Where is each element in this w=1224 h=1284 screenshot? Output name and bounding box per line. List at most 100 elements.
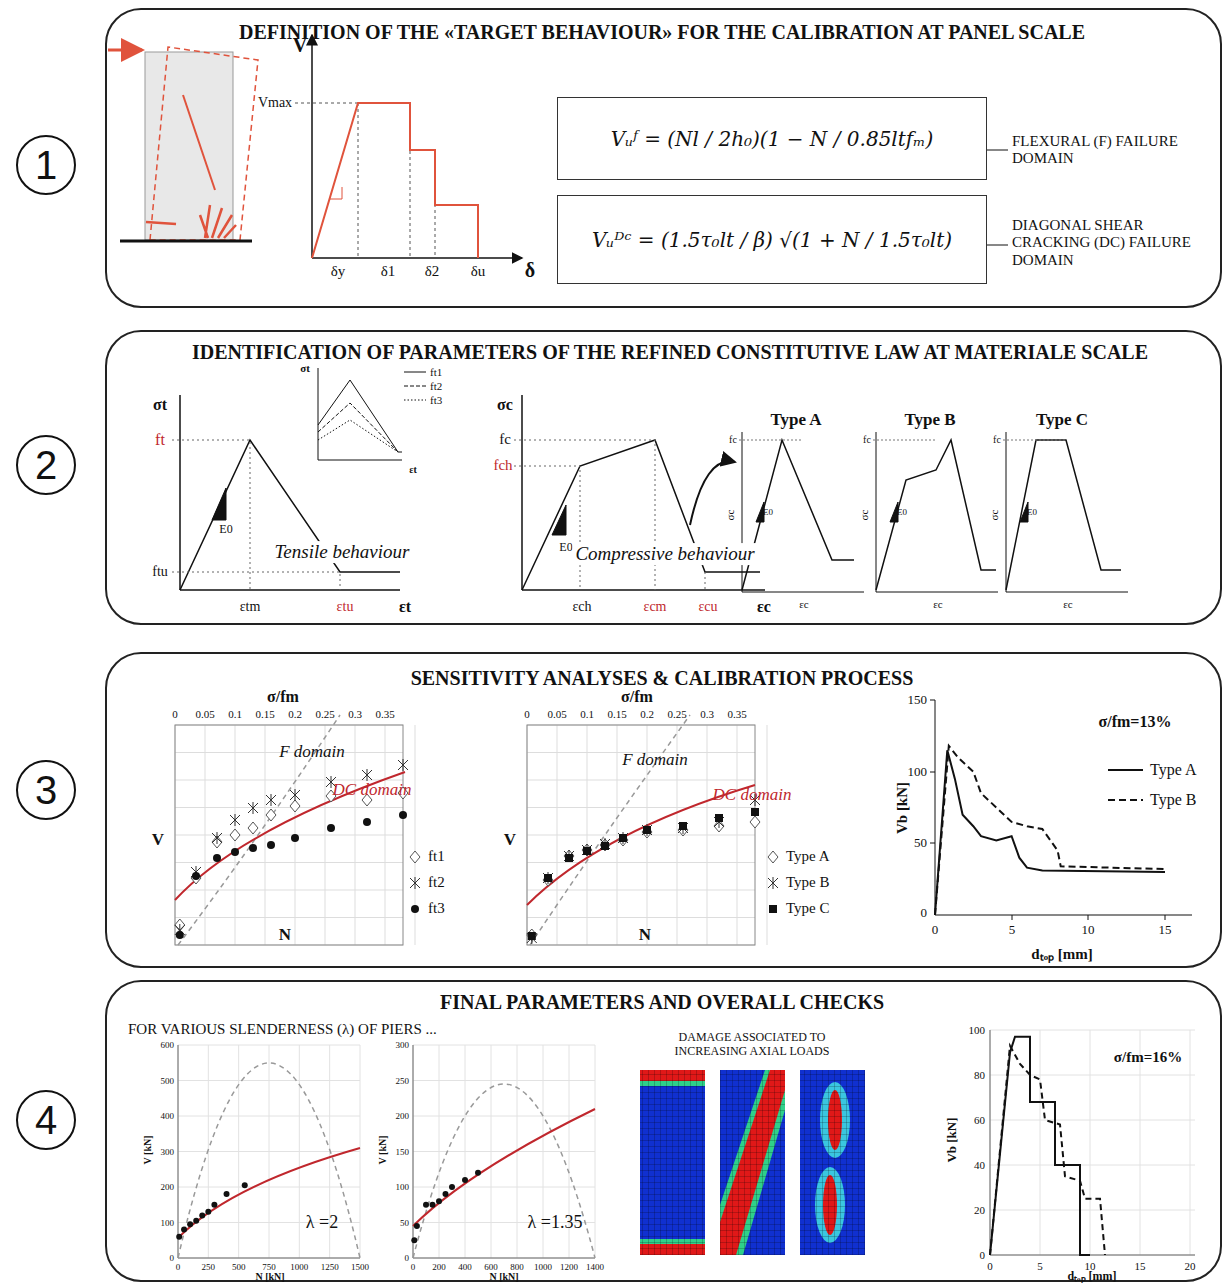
axis-label: 0.35 [727,708,746,721]
axis-label: N [kN] [255,1271,284,1283]
chart-label: DAMAGE ASSOCIATED TO INCREASING AXIAL LO… [657,1031,847,1059]
grid-line [1090,1030,1091,1255]
dot-marker [411,905,419,913]
asterisk-marker [266,794,276,806]
chart-label: ft [155,431,165,449]
axis-label: 100 [396,1182,410,1192]
dot-marker [176,931,184,939]
axis-label: 0.05 [547,708,566,721]
dot-marker [399,811,407,819]
grid-line [990,1210,1195,1211]
chart-label: Compressive behaviour [572,543,757,565]
chart-label: 50 [914,836,927,851]
chart-label: V [293,34,307,57]
step-circle: 3 [16,760,76,820]
dot-marker [291,834,299,842]
asterisk-marker [398,759,408,771]
axis-label: 0.3 [348,708,362,721]
chart-label: εcu [698,599,717,615]
axis-label: 100 [161,1217,175,1227]
dot-marker [193,1218,199,1224]
grid-line [990,1030,1195,1031]
axis-label: 800 [510,1262,524,1272]
plot-frame [175,725,403,945]
chart-stroke [1020,502,1028,522]
tensile-law [179,395,181,590]
pushover-curves [935,746,1165,915]
dot-marker [436,1198,442,1204]
nv-charts [176,1030,1195,1258]
chart-label: 10 [1082,923,1095,938]
axis-label: σc [858,510,871,521]
legend-text: ft2 [430,380,442,393]
square-marker [565,854,573,862]
axis-label: 1000 [290,1262,308,1272]
square-marker [769,905,777,913]
grid-line [413,1080,595,1081]
legend-text: ft1 [430,366,442,379]
diamond-marker [290,800,300,812]
compressive-law [521,395,523,590]
tensile-law [172,440,340,590]
dot-marker [211,1202,217,1208]
diamond-marker [600,839,610,851]
leader-line [987,150,1008,151]
chart-label: Vb [kN] [894,782,911,834]
axis-label: V [kN] [142,1136,154,1165]
axis-label: 500 [161,1075,175,1085]
dot-marker [181,1227,187,1233]
compressive-law [522,440,760,590]
damage-maps [640,1070,705,1255]
axis-label: 20 [974,1204,985,1217]
tensile-law [180,440,400,590]
compressive-law [552,505,566,535]
square-marker [715,814,723,822]
axis-label: 400 [161,1111,175,1121]
chart-stroke [890,502,898,522]
axis-label: E0 [1027,507,1037,517]
grid-line [413,1045,595,1046]
axis-label: εc [799,598,809,611]
grid-line [990,1165,1195,1166]
asterisk-marker [582,844,592,856]
square-marker [601,842,609,850]
axis-label: 0.2 [640,708,654,721]
grid-line [175,862,403,863]
panel-title: DEFINITION OF THE «TARGET BEHAVIOUR» FOR… [202,20,1122,45]
axis-label: σt [300,362,310,375]
chart-label: ftu [152,564,168,580]
axis-label: 0 [411,1262,416,1272]
axis-label: 5 [1037,1260,1043,1273]
asterisk-marker [527,932,537,944]
legend-text: ft1 [428,848,445,865]
chart-label: F domain [622,750,688,770]
capacity-curve [312,103,478,258]
axis-label: 20 [1185,1260,1196,1273]
chart-label: σ/fm=16% [1114,1049,1182,1066]
plot-frame [527,725,755,945]
axis-label: 200 [396,1111,410,1121]
axis-label: 100 [969,1024,986,1037]
capacity-curve [312,257,522,259]
grid-line [1040,1030,1041,1255]
wall-sketch [150,47,258,240]
axis-label: 40 [974,1159,985,1172]
axis-label: 150 [396,1146,410,1156]
compressive-law [514,440,705,590]
stage-panel: IDENTIFICATION OF PARAMETERS OF THE REFI… [105,330,1222,625]
axis-label: 0 [172,708,178,721]
chart-label: dₜₒₚ [mm] [1067,1270,1116,1284]
chart-stroke [1003,440,1066,441]
axis-label: fc [993,434,1001,446]
axis-label: V [kN] [377,1136,389,1165]
dot-marker [187,1221,193,1227]
chart-label: E0 [559,541,572,555]
axis-label: 250 [202,1262,216,1272]
dot-marker [242,1182,248,1188]
chart-label: E0 [219,523,232,537]
square-marker [751,808,759,816]
step-circle: 2 [16,435,76,495]
grid-line [175,890,403,891]
dot-marker [176,1234,182,1240]
